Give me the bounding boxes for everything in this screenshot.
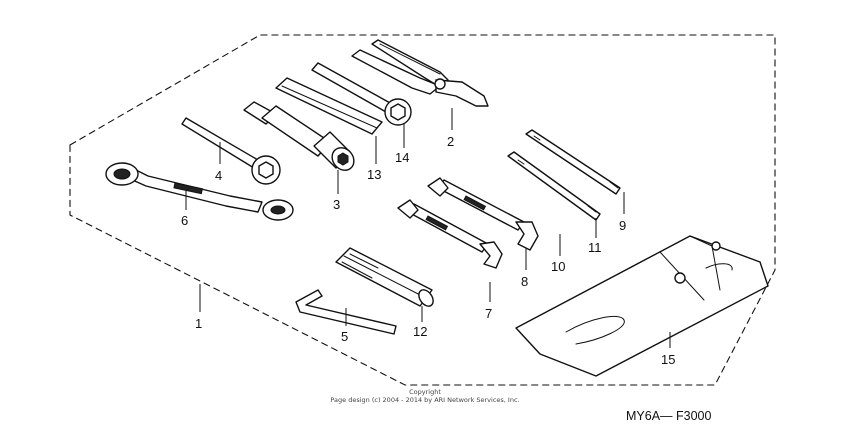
plug-socket-wrench-part-3 — [243, 101, 355, 171]
screwdriver-part-11 — [507, 151, 601, 221]
pliers-part-2 — [351, 39, 489, 107]
callout-3: 3 — [333, 197, 340, 212]
offset-ring-spanner-part-6 — [105, 162, 294, 221]
callout-13: 13 — [367, 167, 381, 182]
callout-8: 8 — [521, 274, 528, 289]
callout-11: 11 — [588, 240, 602, 255]
callout-12: 12 — [413, 324, 427, 339]
callout-9: 9 — [619, 218, 626, 233]
open-end-wrench-part-10 — [427, 177, 539, 251]
callout-14: 14 — [395, 150, 409, 165]
handle-bar-part-13 — [275, 77, 383, 135]
screwdriver-part-9 — [525, 129, 621, 195]
screwdriver-grip-part-12 — [335, 247, 434, 307]
callout-2: 2 — [447, 134, 454, 149]
callout-6: 6 — [181, 213, 188, 228]
ring-spanner-part-14 — [311, 62, 412, 126]
diagram-code: MY6A— F3000 — [626, 409, 712, 423]
copyright-label: Copyright — [409, 388, 441, 396]
callout-15: 15 — [661, 352, 675, 367]
hex-key-part-5 — [295, 289, 397, 335]
copyright-notice: Page design (c) 2004 - 2014 by ARI Netwo… — [330, 396, 519, 404]
callout-5: 5 — [341, 329, 348, 344]
kit-boundary-dashed-outline — [69, 34, 776, 386]
callout-4: 4 — [215, 168, 222, 183]
spanner-part-4 — [181, 117, 281, 185]
tool-bag-part-15 — [515, 235, 769, 377]
callout-1: 1 — [195, 316, 202, 331]
open-end-wrench-part-8 — [397, 199, 503, 269]
callout-7: 7 — [485, 306, 492, 321]
callout-10: 10 — [551, 259, 565, 274]
callout-leader-lines — [185, 108, 671, 348]
